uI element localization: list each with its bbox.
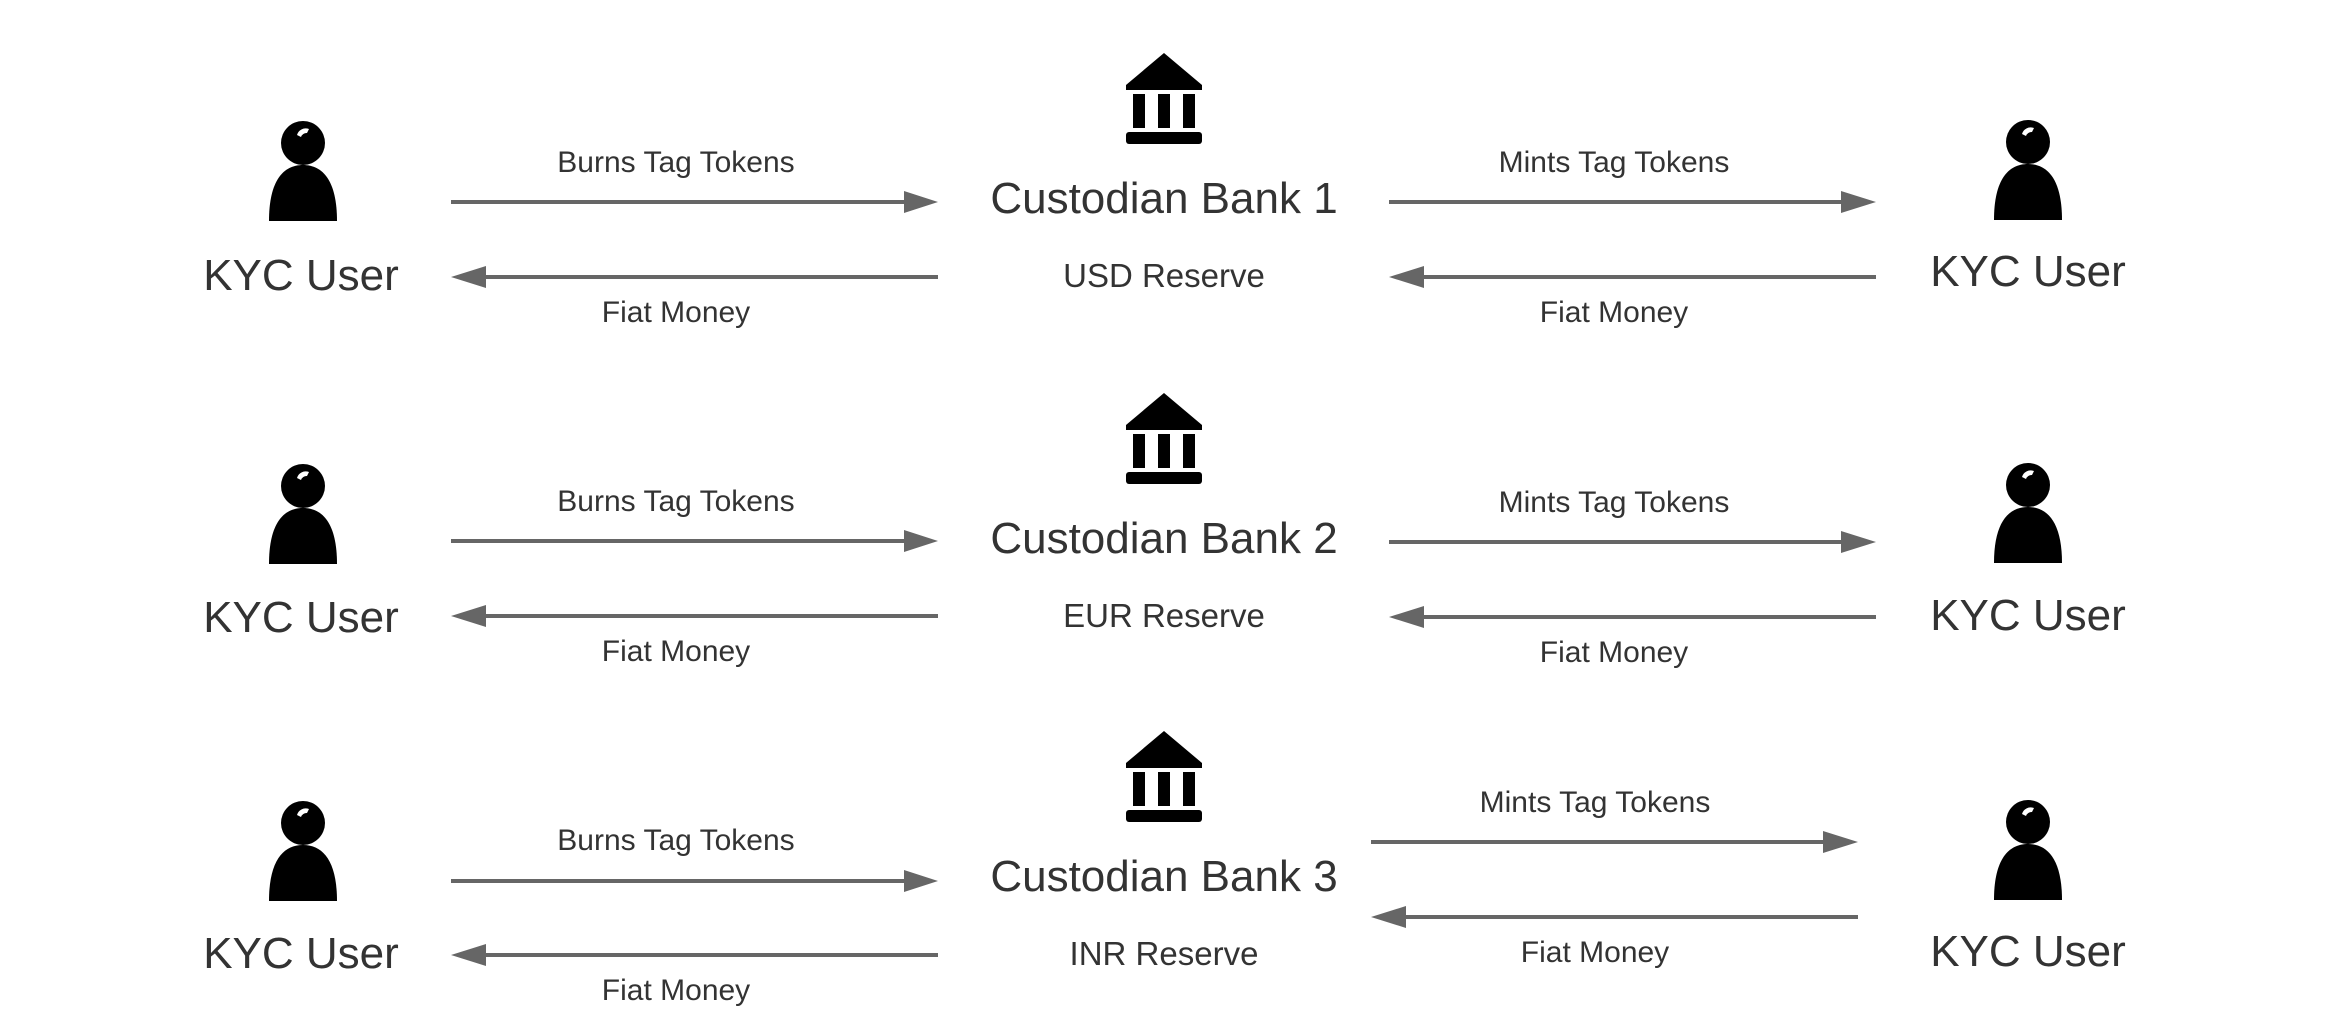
- flow-row-2: KYC User KYC User Custodian Bank 2 EUR R…: [203, 393, 2126, 669]
- bank-name: Custodian Bank 1: [990, 174, 1337, 223]
- user-icon: [269, 801, 337, 901]
- bank-name: Custodian Bank 2: [990, 514, 1337, 563]
- burn-label: Burns Tag Tokens: [557, 824, 794, 857]
- burn-label: Burns Tag Tokens: [557, 146, 794, 179]
- burn-arrow: [451, 870, 938, 892]
- fiat-label: Fiat Money: [602, 974, 750, 1007]
- burn-label: Burns Tag Tokens: [557, 485, 794, 518]
- user-icon: [1994, 120, 2062, 220]
- reserve-label: USD Reserve: [1063, 257, 1265, 294]
- fiat-arrow: [1371, 906, 1858, 928]
- mint-arrow: [1389, 191, 1876, 213]
- user-icon: [269, 464, 337, 564]
- fiat-arrow: [451, 944, 938, 966]
- fiat-label: Fiat Money: [602, 296, 750, 329]
- flow-row-1: KYC User KYC User Custodian Bank 1 USD R…: [203, 53, 2126, 329]
- burn-arrow: [451, 191, 938, 213]
- mint-label: Mints Tag Tokens: [1499, 486, 1730, 519]
- mint-arrow: [1371, 831, 1858, 853]
- right-user-label: KYC User: [1930, 591, 2126, 640]
- user-icon: [1994, 463, 2062, 563]
- fiat-arrow: [451, 605, 938, 627]
- user-icon: [269, 121, 337, 221]
- flow-row-3: KYC User KYC User Custodian Bank 3 INR R…: [203, 731, 2126, 1007]
- bank-icon: [1126, 731, 1202, 822]
- bank-icon: [1126, 53, 1202, 144]
- reserve-label: INR Reserve: [1070, 935, 1259, 972]
- left-user-label: KYC User: [203, 251, 399, 300]
- fiat-label: Fiat Money: [602, 635, 750, 668]
- fiat-arrow: [1389, 606, 1876, 628]
- fiat-label: Fiat Money: [1540, 296, 1688, 329]
- burn-arrow: [451, 530, 938, 552]
- left-user-label: KYC User: [203, 929, 399, 978]
- right-user-label: KYC User: [1930, 927, 2126, 976]
- fiat-label: Fiat Money: [1540, 636, 1688, 669]
- bank-icon: [1126, 393, 1202, 484]
- mint-label: Mints Tag Tokens: [1499, 146, 1730, 179]
- right-user-label: KYC User: [1930, 247, 2126, 296]
- fiat-arrow: [451, 266, 938, 288]
- mint-arrow: [1389, 531, 1876, 553]
- fiat-arrow: [1389, 266, 1876, 288]
- user-icon: [1994, 800, 2062, 900]
- bank-name: Custodian Bank 3: [990, 852, 1337, 901]
- fiat-label: Fiat Money: [1521, 936, 1669, 969]
- reserve-label: EUR Reserve: [1063, 597, 1265, 634]
- left-user-label: KYC User: [203, 593, 399, 642]
- mint-label: Mints Tag Tokens: [1480, 786, 1711, 819]
